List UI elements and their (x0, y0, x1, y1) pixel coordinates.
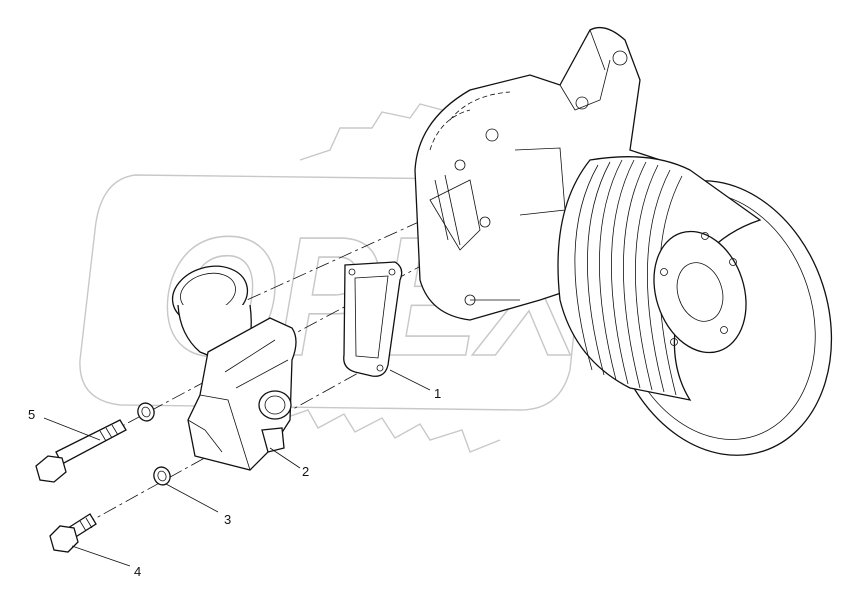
outlet-housing-part-2 (171, 265, 297, 471)
gasket-part-1 (343, 261, 403, 377)
callout-labels: 1 2 3 4 5 (28, 386, 441, 579)
callout-5: 5 (28, 407, 35, 422)
washer-part-3 (153, 466, 171, 486)
pulley-grooves (574, 159, 683, 396)
water-pump-assembly (414, 26, 833, 456)
washer-part-5 (137, 402, 155, 422)
long-bolt-part-5 (35, 419, 127, 483)
callout-4: 4 (134, 564, 141, 579)
callout-1: 1 (434, 386, 441, 401)
callout-2: 2 (302, 464, 309, 479)
short-bolt-part-4 (49, 513, 97, 553)
leader-lines (43, 369, 431, 567)
callout-3: 3 (224, 512, 231, 527)
